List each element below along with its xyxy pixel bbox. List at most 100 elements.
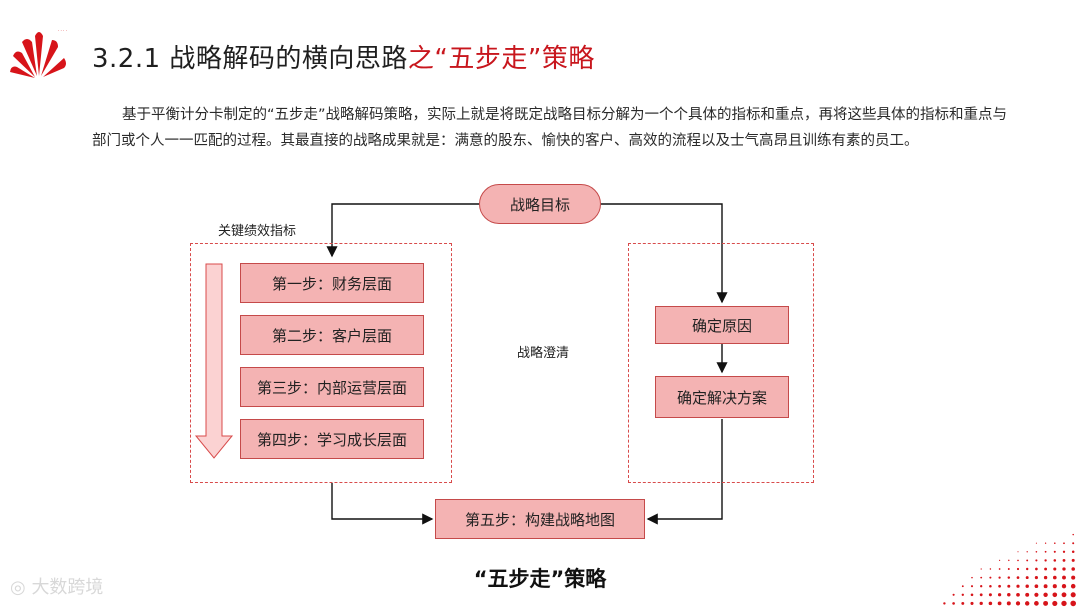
decorative-dot	[943, 602, 946, 605]
decorative-dot	[1071, 575, 1076, 580]
decorative-dot	[1062, 575, 1066, 580]
step-3-internal-operations: 第三步：内部运营层面	[240, 367, 424, 407]
decorative-dot	[961, 585, 964, 588]
decorative-dot	[1016, 567, 1020, 571]
decorative-dot	[1025, 584, 1029, 588]
decorative-dot	[1052, 600, 1058, 606]
kpi-group-frame	[190, 243, 452, 483]
decorative-dot	[1061, 584, 1067, 589]
decorative-dot	[1016, 592, 1020, 597]
decorative-dot	[1071, 550, 1075, 554]
decorative-dot	[961, 601, 965, 605]
decorative-dot	[988, 593, 992, 597]
decorative-dot	[1063, 542, 1065, 545]
decorative-dot	[971, 576, 973, 579]
decorative-dot	[998, 559, 1001, 562]
watermark-icon: ◎	[10, 577, 32, 598]
decorative-dot	[998, 576, 1001, 579]
decorative-dot	[1007, 568, 1010, 570]
decorative-dot	[1043, 600, 1049, 606]
decorative-dot	[1015, 601, 1021, 606]
down-arrow-icon	[194, 263, 234, 459]
clarification-group-frame	[628, 243, 814, 483]
decorative-dot	[1072, 542, 1075, 545]
decorative-dot	[1070, 583, 1076, 589]
decorative-dot	[1053, 550, 1056, 553]
decorative-dot	[1072, 533, 1074, 536]
decorative-dot	[980, 576, 983, 579]
decorative-dot	[997, 601, 1002, 606]
decorative-dot	[1043, 592, 1048, 597]
decorative-dot	[1035, 559, 1038, 562]
decorative-dot	[998, 568, 1001, 570]
decorative-dot	[1034, 592, 1039, 597]
decorative-dot	[1035, 567, 1038, 571]
page-title: 3.2.1 战略解码的横向思路之“五步走”策略	[92, 38, 595, 75]
decorative-dot	[1035, 542, 1037, 544]
decorative-dot	[979, 593, 983, 597]
connector-goal-to-right	[601, 203, 728, 304]
decorative-dot	[1008, 559, 1010, 562]
title-main: 3.2.1 战略解码的横向思路	[92, 44, 408, 74]
decorative-dot	[1025, 567, 1029, 571]
decorative-dot	[1052, 584, 1057, 589]
decorative-dot	[1034, 576, 1038, 580]
decorative-dot	[980, 585, 983, 588]
decorative-dot	[1070, 592, 1076, 598]
step-5-strategy-map: 第五步：构建战略地图	[435, 499, 645, 539]
decorative-dot	[1016, 576, 1020, 579]
intro-paragraph: 基于平衡计分卡制定的“五步走”战略解码策略，实际上就是将既定战略目标分解为一个个…	[92, 107, 1008, 149]
decorative-dot	[1044, 567, 1048, 571]
decorative-dot	[1054, 542, 1056, 544]
decorative-dot	[997, 593, 1002, 597]
decorative-dot	[1053, 559, 1057, 562]
decorative-dot	[1026, 559, 1029, 562]
decorative-dot	[1043, 575, 1048, 580]
decorative-dot	[1062, 567, 1066, 571]
decorative-dot	[1017, 551, 1019, 553]
decorative-dot	[1017, 559, 1019, 562]
decorative-dot	[1053, 567, 1057, 571]
decorative-dot	[970, 585, 974, 588]
svg-text:· · · ·: · · · ·	[58, 28, 67, 33]
connector-left-to-map	[331, 483, 434, 525]
step-4-learning-growth: 第四步：学习成长层面	[240, 419, 424, 459]
decorative-dot	[989, 568, 992, 570]
decorative-dot	[1034, 584, 1039, 589]
decorative-dot	[1043, 584, 1048, 589]
decorative-dot	[1025, 576, 1029, 580]
decorative-dot	[1061, 592, 1067, 598]
strategic-goal-node: 战略目标	[479, 184, 601, 224]
decorative-dot	[1025, 592, 1030, 597]
decorative-dot	[961, 593, 964, 596]
decorative-dot	[1071, 567, 1075, 571]
decorative-dot	[1071, 558, 1075, 562]
decorative-dot	[1016, 584, 1020, 588]
step-2-customer: 第二步：客户层面	[240, 315, 424, 355]
decorative-dot-pattern	[943, 533, 1076, 607]
decorative-dot	[1024, 601, 1030, 606]
decorative-dot	[1007, 576, 1011, 579]
connector-right-to-map	[646, 419, 723, 525]
decorative-dot	[979, 601, 983, 606]
decorative-dot	[1006, 601, 1011, 606]
decorative-dot	[989, 584, 992, 588]
decorative-dot	[998, 584, 1001, 588]
decorative-dot	[1044, 542, 1047, 544]
decorative-dot	[1026, 551, 1028, 553]
diagram-caption: “五步走”策略	[473, 567, 607, 591]
company-logo: · · · ·	[10, 28, 67, 78]
watermark: ◎ 大数跨境	[10, 573, 103, 599]
decorative-dot	[952, 602, 955, 605]
decorative-dot	[1034, 601, 1039, 606]
decorative-dot	[970, 593, 974, 597]
decorative-dot	[1035, 550, 1038, 553]
decorative-dot	[1007, 593, 1011, 597]
decorative-dot	[988, 601, 993, 606]
decorative-dot	[970, 601, 974, 605]
kpi-group-label: 关键绩效指标	[218, 224, 297, 239]
strategy-clarification-label: 战略澄清	[517, 346, 570, 361]
decorative-dot	[952, 593, 955, 596]
decorative-dot	[1062, 559, 1066, 562]
connector-goal-to-left	[326, 203, 479, 258]
